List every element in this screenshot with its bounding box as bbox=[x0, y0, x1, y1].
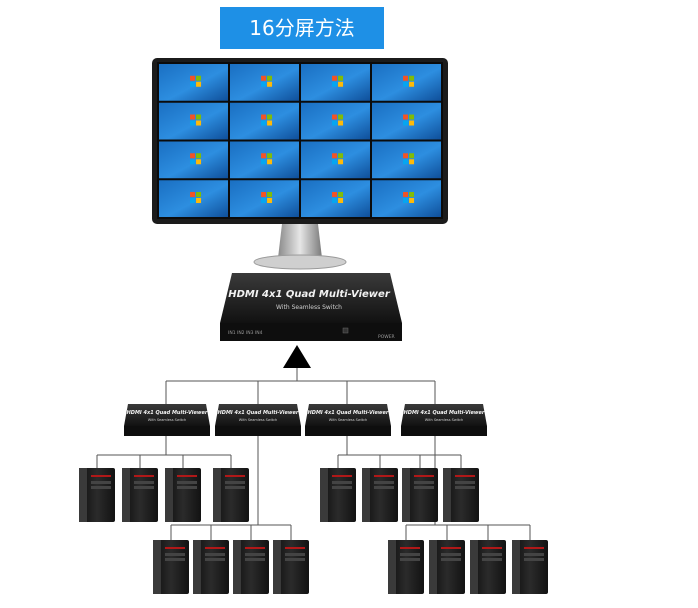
windows-logo-icon bbox=[403, 75, 415, 87]
main-device-top bbox=[220, 273, 402, 323]
sub-device-label: HDMI 4x1 Quad Multi-Viewer bbox=[127, 410, 208, 416]
screen-tile bbox=[159, 180, 228, 217]
computer-tower-icon bbox=[388, 540, 424, 594]
computer-tower-icon bbox=[429, 540, 465, 594]
screen-tile bbox=[230, 180, 299, 217]
computer-tower-icon bbox=[79, 468, 115, 522]
windows-logo-icon bbox=[190, 192, 202, 204]
windows-logo-icon bbox=[261, 114, 273, 126]
sub-device-label: HDMI 4x1 Quad Multi-Viewer bbox=[404, 410, 485, 416]
screen-tile bbox=[230, 141, 299, 179]
monitor bbox=[152, 58, 448, 270]
main-device-ports: IN1 IN2 IN3 IN4 bbox=[228, 330, 263, 336]
computer-tower-icon bbox=[213, 468, 249, 522]
page-title: 16分屏方法 bbox=[220, 7, 384, 49]
computer-tower-icon bbox=[402, 468, 438, 522]
computer-tower-icon bbox=[233, 540, 269, 594]
screen-tile bbox=[159, 141, 228, 179]
power-button bbox=[342, 327, 349, 334]
screen-tile bbox=[372, 64, 441, 101]
windows-logo-icon bbox=[190, 153, 202, 165]
main-multiviewer-device: HDMI 4x1 Quad Multi-Viewer With Seamless… bbox=[220, 273, 402, 341]
windows-logo-icon bbox=[403, 153, 415, 165]
sub-device-3: HDMI 4x1 Quad Multi-Viewer With Seamless… bbox=[305, 404, 391, 436]
windows-logo-icon bbox=[403, 114, 415, 126]
computer-tower-icon bbox=[470, 540, 506, 594]
screen-tile bbox=[372, 180, 441, 217]
up-arrow-icon bbox=[283, 345, 311, 368]
main-device-label: HDMI 4x1 Quad Multi-Viewer bbox=[228, 289, 391, 300]
main-device-front bbox=[220, 323, 402, 341]
computer-tower-icon bbox=[122, 468, 158, 522]
windows-logo-icon bbox=[190, 114, 202, 126]
computer-tower-icon bbox=[320, 468, 356, 522]
screen-tile bbox=[372, 141, 441, 179]
screen-tile bbox=[301, 180, 370, 217]
computer-tower-icon bbox=[165, 468, 201, 522]
windows-logo-icon bbox=[332, 75, 344, 87]
windows-logo-icon bbox=[261, 153, 273, 165]
screen-tile bbox=[372, 102, 441, 140]
screen-tile bbox=[230, 102, 299, 140]
screen-tile bbox=[159, 102, 228, 140]
power-label: POWER bbox=[378, 334, 395, 340]
screen-tile bbox=[159, 64, 228, 101]
sub-device-sublabel: With Seamless Switch bbox=[239, 418, 277, 422]
computer-tower-icon bbox=[273, 540, 309, 594]
sub-multiviewer-devices: HDMI 4x1 Quad Multi-Viewer With Seamless… bbox=[124, 404, 487, 436]
windows-logo-icon bbox=[332, 192, 344, 204]
computer-tower-icon bbox=[443, 468, 479, 522]
computer-tower-icon bbox=[193, 540, 229, 594]
windows-logo-icon bbox=[261, 75, 273, 87]
computer-towers bbox=[79, 468, 548, 594]
windows-logo-icon bbox=[332, 153, 344, 165]
sub-device-sublabel: With Seamless Switch bbox=[148, 418, 186, 422]
sub-device-1: HDMI 4x1 Quad Multi-Viewer With Seamless… bbox=[124, 404, 210, 436]
sub-device-2: HDMI 4x1 Quad Multi-Viewer With Seamless… bbox=[215, 404, 301, 436]
screen-tile-grid bbox=[159, 64, 441, 217]
computer-tower-icon bbox=[362, 468, 398, 522]
sub-device-sublabel: With Seamless Switch bbox=[329, 418, 367, 422]
screen-tile bbox=[301, 141, 370, 179]
screen-tile bbox=[301, 102, 370, 140]
windows-logo-icon bbox=[403, 192, 415, 204]
sub-device-sublabel: With Seamless Switch bbox=[425, 418, 463, 422]
monitor-stand-base bbox=[253, 254, 347, 270]
sub-device-label: HDMI 4x1 Quad Multi-Viewer bbox=[308, 410, 389, 416]
monitor-stand-neck bbox=[278, 224, 322, 258]
computer-tower-icon bbox=[153, 540, 189, 594]
screen-tile bbox=[301, 64, 370, 101]
windows-logo-icon bbox=[261, 192, 273, 204]
windows-logo-icon bbox=[332, 114, 344, 126]
sub-device-4: HDMI 4x1 Quad Multi-Viewer With Seamless… bbox=[401, 404, 487, 436]
computer-tower-icon bbox=[512, 540, 548, 594]
sub-device-label: HDMI 4x1 Quad Multi-Viewer bbox=[218, 410, 299, 416]
windows-logo-icon bbox=[190, 75, 202, 87]
screen-tile bbox=[230, 64, 299, 101]
main-device-sublabel: With Seamless Switch bbox=[276, 304, 342, 311]
